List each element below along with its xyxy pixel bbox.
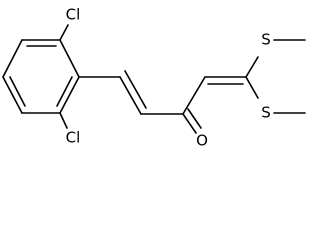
carbonyl-alkene-bond <box>182 76 206 115</box>
cl-bottom-bond <box>59 112 68 129</box>
structure-canvas: Cl Cl O S S <box>2 5 306 150</box>
ring-bond-3-inner <box>56 76 73 107</box>
s-bottom-bond <box>245 76 259 99</box>
ring-bond-6 <box>2 39 23 78</box>
molecule-diagram: Cl Cl O S S <box>2 6 306 150</box>
carbonyl-bond <box>182 113 197 134</box>
ring-bond-2 <box>59 39 80 78</box>
ring-bond-5 <box>2 76 23 114</box>
ring-bond-5-inner <box>9 76 26 107</box>
chlorine-top-label: Cl <box>66 6 81 24</box>
chlorine-bottom-label: Cl <box>66 129 81 147</box>
ring-bond-3 <box>59 76 80 114</box>
sulfur-bottom-label: S <box>261 104 271 122</box>
oxygen-label: O <box>196 132 208 150</box>
alkene-1-inner-bond <box>124 70 147 109</box>
cl-top-bond <box>59 24 69 41</box>
carbonyl-inner-bond <box>187 108 202 129</box>
sulfur-top-label: S <box>261 31 271 49</box>
s-top-bond <box>245 56 259 78</box>
alkene-1-bond <box>119 76 142 115</box>
